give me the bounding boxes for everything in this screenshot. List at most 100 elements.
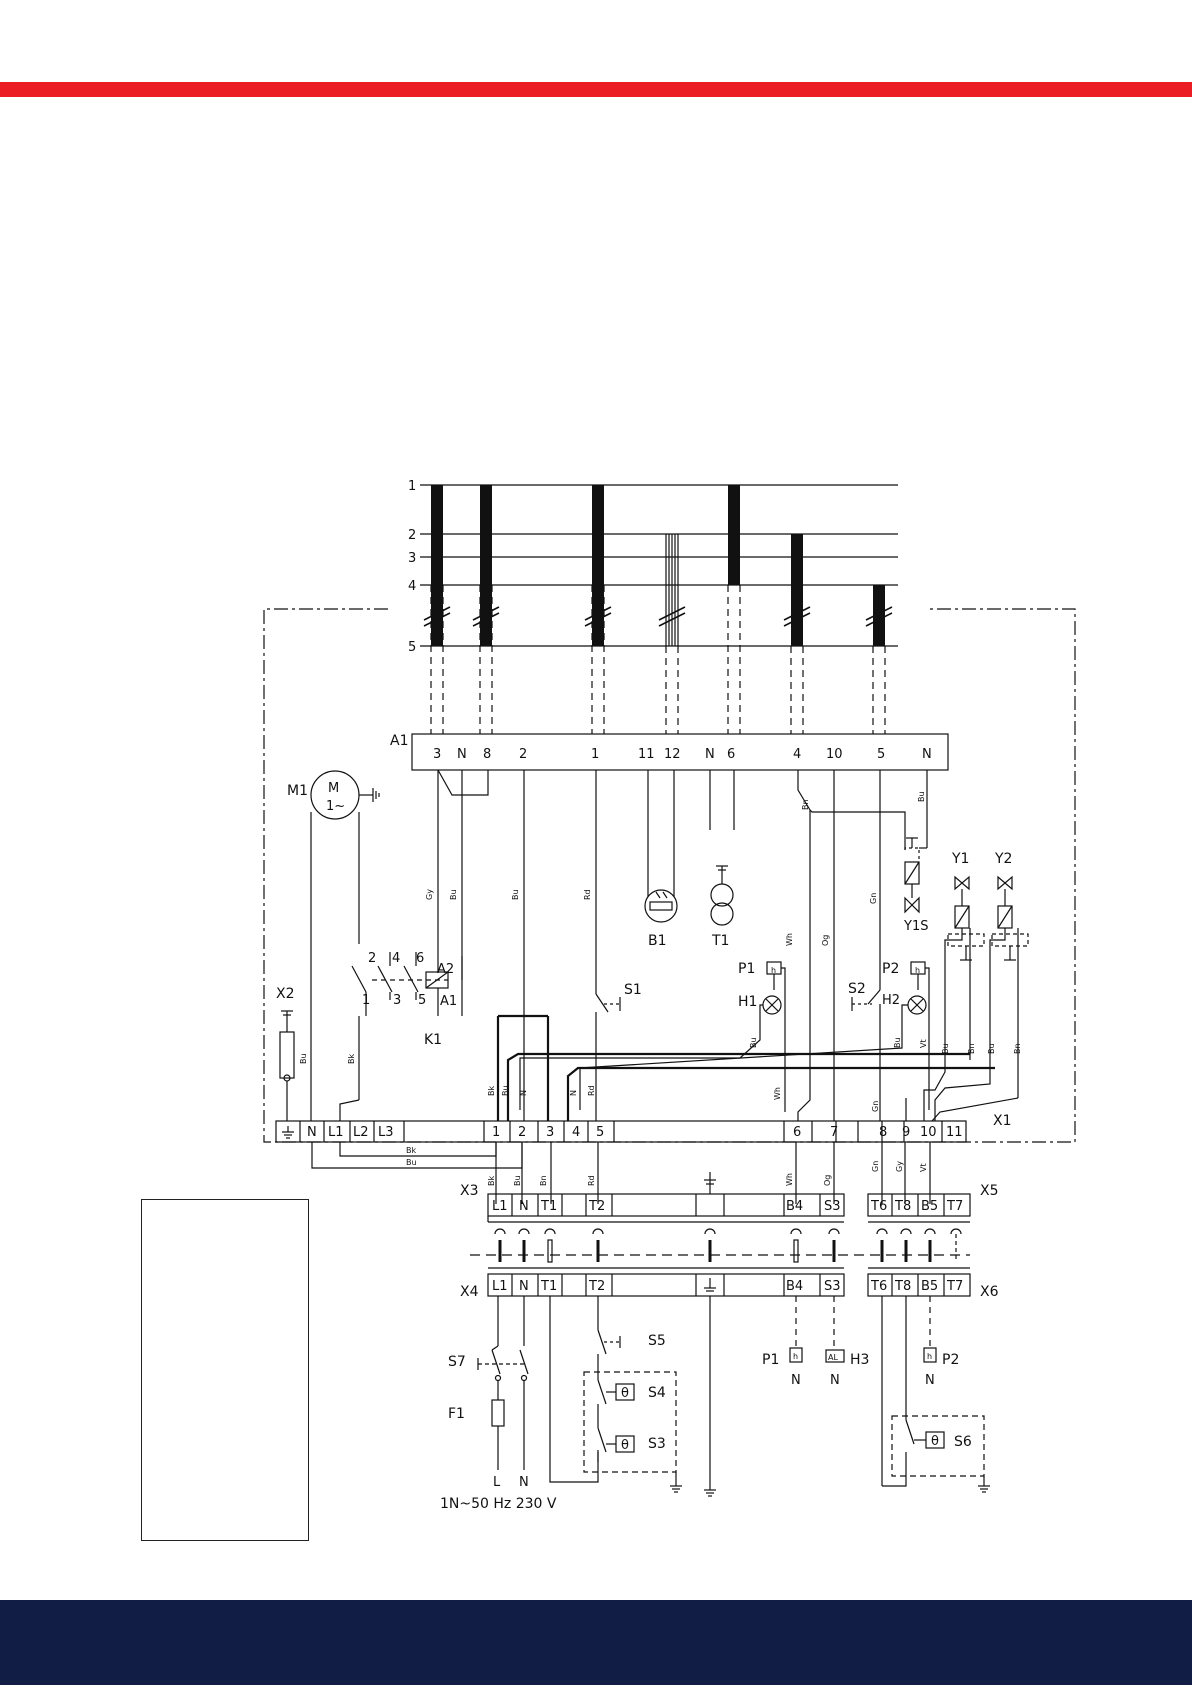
h2-label: H2 bbox=[882, 993, 900, 1008]
k1-label: K1 bbox=[424, 1032, 442, 1048]
a1-terminal: 5 bbox=[877, 747, 885, 762]
y1s-safety-valve bbox=[904, 837, 927, 914]
k1-contact-5: 5 bbox=[418, 993, 426, 1008]
plug-pins-hollow bbox=[547, 1234, 957, 1263]
x6-terminal: T8 bbox=[894, 1279, 911, 1294]
s6-theta: θ bbox=[931, 1434, 939, 1449]
wire-color: Gn bbox=[871, 1101, 880, 1112]
x6-terminal: B5 bbox=[921, 1279, 938, 1294]
a1-terminal: N bbox=[922, 747, 932, 762]
x1-terminal: 11 bbox=[946, 1125, 963, 1140]
a1-terminal: N bbox=[705, 747, 715, 762]
s5-label: S5 bbox=[648, 1333, 666, 1349]
y1s-label: Y1S bbox=[903, 919, 928, 934]
wiring-diagram: 1 2 3 4 5 A1 3 N 8 2 1 11 12 N 6 4 10 5 … bbox=[263, 479, 1076, 1512]
a1-label: A1 bbox=[390, 733, 408, 749]
s3-label: S3 bbox=[648, 1436, 666, 1452]
a1-terminal: 11 bbox=[638, 747, 655, 762]
wire-color-codes: Gy Bu Bu Rd Bn Bu Wh Og Gn Bu Bk Bu Bu V… bbox=[299, 791, 1022, 1186]
plug-pins bbox=[498, 1240, 932, 1262]
level-label: 2 bbox=[408, 528, 416, 543]
x4-terminal: N bbox=[519, 1279, 529, 1294]
a1-wiring bbox=[437, 769, 928, 1121]
wire-color: Gn bbox=[869, 893, 878, 904]
wire-color: Bu bbox=[917, 791, 926, 802]
plug-socket-interface bbox=[470, 1221, 970, 1269]
wire-color: Bn bbox=[967, 1043, 976, 1054]
k1-coil-a1: A1 bbox=[440, 994, 457, 1009]
wire-color: Og bbox=[821, 935, 830, 946]
x5-terminal: T7 bbox=[946, 1199, 963, 1214]
p2-label: P2 bbox=[882, 961, 899, 977]
a1-terminal: 10 bbox=[826, 747, 843, 762]
k1-contact-3: 3 bbox=[393, 993, 401, 1008]
x3-terminal: S3 bbox=[824, 1199, 841, 1214]
m1-motor bbox=[310, 770, 380, 1121]
m1-phase-label: 1~ bbox=[326, 799, 345, 814]
wire-color: Gy bbox=[895, 1161, 904, 1172]
t1-loop-wiring bbox=[549, 1296, 599, 1483]
x4-x6-terminal-labels: L1 N T1 T2 B4 S3 T6 T8 B5 T7 bbox=[492, 1279, 963, 1294]
a1-terminal-labels: A1 3 N 8 2 1 11 12 N 6 4 10 5 N bbox=[390, 733, 932, 762]
a1-terminal: 3 bbox=[433, 747, 441, 762]
x1-terminal: 9 bbox=[902, 1125, 910, 1140]
x1-terminal: 3 bbox=[546, 1125, 554, 1140]
y1-label: Y1 bbox=[951, 851, 969, 867]
x5-terminal: B5 bbox=[921, 1199, 938, 1214]
x1-terminal: 1 bbox=[492, 1125, 500, 1140]
x1-jumpers bbox=[311, 1142, 523, 1169]
a1-terminal: N bbox=[457, 747, 467, 762]
x3-plug bbox=[487, 1193, 845, 1222]
component-labels: M1 M 1~ X2 K1 A2 A1 2 4 6 1 3 5 B1 T1 Y1… bbox=[276, 781, 1012, 1512]
x4-socket bbox=[487, 1273, 845, 1297]
x1-terminal: 6 bbox=[793, 1125, 801, 1140]
x3-terminal: B4 bbox=[786, 1199, 803, 1214]
k1-contact-2: 2 bbox=[368, 951, 376, 966]
level-label: 3 bbox=[408, 551, 416, 566]
wire-color: N bbox=[569, 1090, 578, 1096]
h3-n-label: N bbox=[830, 1373, 840, 1388]
k1-contactor bbox=[351, 952, 463, 1016]
s4-theta: θ bbox=[621, 1386, 629, 1401]
x4-terminal: L1 bbox=[492, 1279, 508, 1294]
x1-terminal: 10 bbox=[920, 1125, 937, 1140]
x4-terminal: B4 bbox=[786, 1279, 803, 1294]
a1-terminal: 4 bbox=[793, 747, 801, 762]
y2-valve bbox=[989, 875, 1029, 1098]
x3-terminal: T2 bbox=[588, 1199, 605, 1214]
y2-label: Y2 bbox=[994, 851, 1012, 867]
wire-color: Bn bbox=[539, 1175, 548, 1186]
s1-label: S1 bbox=[624, 982, 642, 998]
x5-terminal: T8 bbox=[894, 1199, 911, 1214]
level-rails bbox=[420, 484, 898, 647]
p1-h-symbol: h bbox=[771, 966, 776, 975]
wire-color: Bu bbox=[501, 1085, 510, 1096]
supply-n-label: N bbox=[519, 1475, 529, 1490]
p2-ext-h-symbol: h bbox=[927, 1352, 932, 1361]
s4-label: S4 bbox=[648, 1385, 666, 1401]
h3-label: H3 bbox=[850, 1352, 869, 1368]
legend-box bbox=[141, 1199, 309, 1541]
p2-pressure-h2-lamp bbox=[579, 961, 930, 1110]
wire-color: Bn bbox=[801, 799, 810, 810]
device-symbols: h h h h AL θ θ θ bbox=[621, 966, 939, 1453]
b1-flame-sensor bbox=[644, 889, 678, 923]
a1-terminal: 8 bbox=[483, 747, 491, 762]
x6-label: X6 bbox=[980, 1284, 999, 1300]
x3-terminal: T1 bbox=[540, 1199, 557, 1214]
x1-terminal: 2 bbox=[518, 1125, 526, 1140]
h1-label: H1 bbox=[738, 994, 757, 1010]
x2-earth-resistor bbox=[279, 1010, 295, 1121]
m1-m-label: M bbox=[328, 781, 339, 796]
wire-color: Bu bbox=[893, 1037, 902, 1048]
x4-terminal: T2 bbox=[588, 1279, 605, 1294]
wire-color: Wh bbox=[773, 1087, 782, 1100]
x5-terminal: T6 bbox=[870, 1199, 887, 1214]
p2-ext-label: P2 bbox=[942, 1352, 959, 1368]
h3-al-symbol: AL bbox=[828, 1353, 838, 1362]
x4-label: X4 bbox=[460, 1284, 479, 1300]
x1-terminal: L3 bbox=[378, 1125, 394, 1140]
t1-ignition-transformer bbox=[710, 865, 734, 926]
p2-n-label: N bbox=[925, 1373, 935, 1388]
wire-color: Bu bbox=[299, 1053, 308, 1064]
